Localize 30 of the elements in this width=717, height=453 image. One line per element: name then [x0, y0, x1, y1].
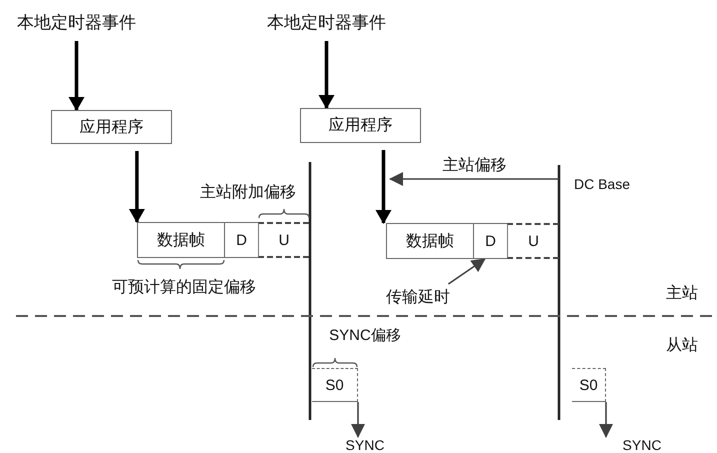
- arrow: [68, 41, 84, 111]
- arrow: [448, 258, 486, 285]
- offset-label: 主站附加偏移: [199, 182, 297, 202]
- arrow: [376, 150, 392, 224]
- process-box: 应用程序: [51, 110, 172, 144]
- event-label: 本地定时器事件: [254, 10, 399, 34]
- offset-box: S0: [572, 368, 606, 402]
- reference-label: DC Base: [568, 174, 636, 194]
- region-label: 从站: [665, 336, 699, 355]
- frame-cell: U: [258, 222, 309, 258]
- signal-label: SYNC: [620, 437, 664, 453]
- arrow: [599, 402, 613, 438]
- signal-label: SYNC: [344, 437, 386, 453]
- process-box: 应用程序: [300, 108, 421, 143]
- edge-label: 主站偏移: [442, 156, 508, 175]
- frame-cell: 数据帧: [137, 222, 224, 258]
- frame-cell: U: [507, 223, 559, 259]
- event-label: 本地定时器事件: [4, 10, 149, 34]
- arrow: [318, 41, 334, 109]
- delay-label: 传输延时: [378, 287, 458, 308]
- offset-box: S0: [312, 368, 358, 402]
- frame-cell: D: [473, 223, 507, 259]
- frame-cell: 数据帧: [386, 223, 473, 259]
- offset-label: 可预计算的固定偏移: [111, 278, 257, 297]
- arrow: [128, 151, 145, 223]
- arrow: [389, 172, 559, 186]
- offset-label: SYNC偏移: [328, 326, 402, 345]
- frame-cell: D: [224, 222, 258, 258]
- region-label: 主站: [665, 284, 699, 303]
- arrow: [351, 402, 365, 438]
